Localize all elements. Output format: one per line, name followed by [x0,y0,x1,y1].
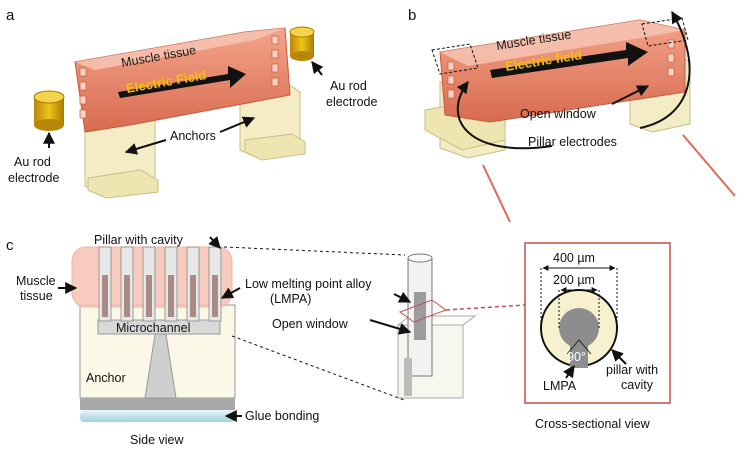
pillar-3d-view [396,253,477,399]
au-rod-left-label-2: electrode [8,171,59,185]
pointer-lmpa-cross [563,365,575,379]
pointer-open-window-b [611,85,650,105]
lmpa-cross-label: LMPA [543,379,577,393]
pointer-pillar-cross [611,349,627,365]
pointer-lmpa [220,287,241,299]
panel-label-c: c [6,237,14,254]
au-rod-right-label-2: electrode [326,95,377,109]
anchors-label: Anchors [170,129,216,143]
pillar-cavity-cross-1: pillar with [606,363,658,377]
side-view-label: Side view [130,433,184,447]
panel-a: a Muscle tissue Electric Field [6,7,377,199]
pointer-anchor-right [219,116,256,133]
dim-400-label: 400 µm [553,251,595,265]
wire-right [682,134,736,197]
pointer-lmpa-3d [393,291,412,303]
au-rod-left-label-1: Au rod [14,155,51,169]
open-window-right-b [641,17,689,47]
zoom-line-top [223,246,406,256]
field-arrow-a [118,66,246,98]
au-rod-electrode-right [289,26,315,61]
zoom-line-bottom [231,335,405,401]
muscle-label-1: Muscle [16,274,56,288]
panel-label-b: b [408,7,416,24]
field-arrow-b [490,42,648,78]
panel-b: b Muscle tissue Electric field Open wind… [408,7,736,223]
pointer-pillar-right [639,10,691,129]
pillar-with-cavity-label: Pillar with cavity [94,233,184,247]
open-window-label-c: Open window [272,317,349,331]
panel-c: c Pillar with cavity Muscle tissue [6,233,671,447]
cross-section-diagram [540,265,618,368]
pointer-pillar-cavity [208,235,221,249]
open-window-left-b [431,43,479,75]
pillar-cavity-cross-2: cavity [621,378,654,392]
muscle-tissue-block-a [74,27,291,133]
angle-label: 90° [567,350,586,364]
microchannel-label: Microchannel [116,321,190,335]
pointer-pillar-left [456,81,553,150]
lmpa-label-2: (LMPA) [270,292,311,306]
zoom-line-cross [445,304,526,311]
au-rod-right-label-1: Au rod [330,79,367,93]
muscle-tissue-block-b [439,19,686,123]
glue-bonding-label: Glue bonding [245,409,319,423]
wire-left [482,164,511,223]
open-window-label-b: Open window [520,107,597,121]
muscle-label-2: tissue [20,289,53,303]
cross-sectional-view-label: Cross-sectional view [535,417,651,431]
lmpa-label-1: Low melting point alloy [245,277,372,291]
pointer-window-3d [369,319,412,335]
au-rod-electrode-left [33,90,65,131]
pointer-au-right [311,61,324,76]
pointer-anchor-left [124,139,167,155]
anchor-label: Anchor [86,371,126,385]
panel-label-a: a [6,7,15,24]
side-view-diagram [71,246,236,422]
pillar-electrodes-label: Pillar electrodes [528,135,617,149]
dim-200-label: 200 µm [553,273,595,287]
